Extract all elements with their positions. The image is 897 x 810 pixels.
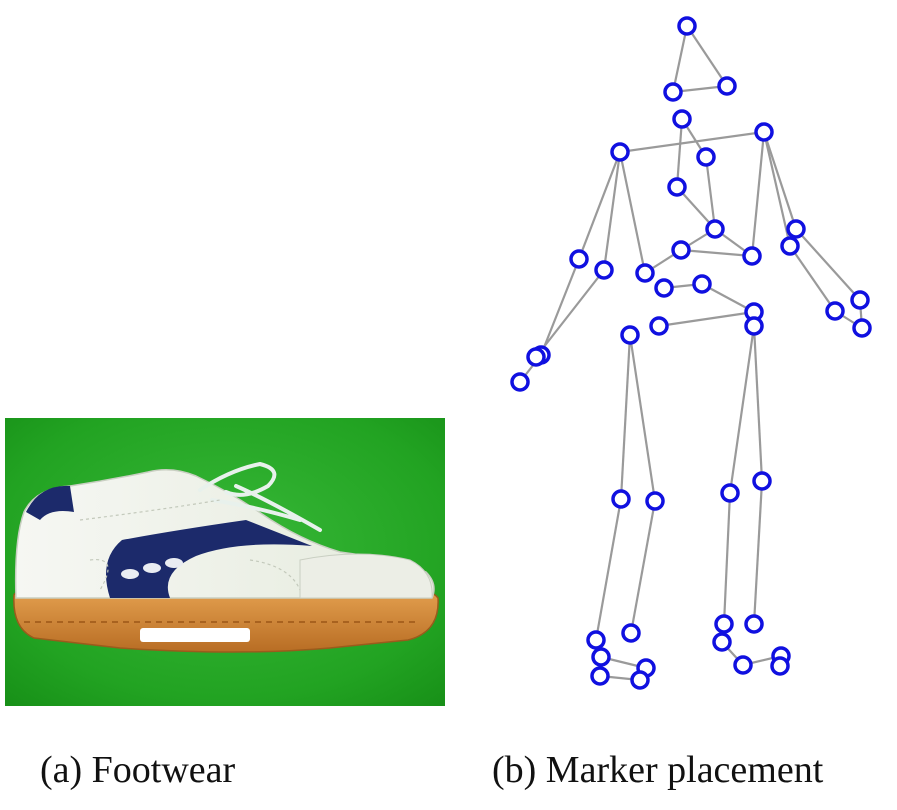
shoe-laces <box>198 461 322 532</box>
marker-skeleton <box>510 16 872 690</box>
segment-line-0 <box>671 25 689 93</box>
marker-40 <box>712 632 732 652</box>
caption-footwear: (a) Footwear <box>40 749 236 791</box>
marker-0 <box>677 16 697 36</box>
marker-17 <box>692 274 712 294</box>
marker-7 <box>667 177 687 197</box>
marker-30 <box>720 483 740 503</box>
segment-line-4 <box>675 118 684 188</box>
segment-line-28 <box>619 334 632 500</box>
segment-line-12 <box>618 151 647 274</box>
marker-2 <box>717 76 737 96</box>
marker-29 <box>645 491 665 511</box>
segment-line-27 <box>658 310 755 328</box>
segment-line-7 <box>704 156 717 230</box>
marker-6 <box>754 122 774 142</box>
segment-line-9 <box>680 248 753 258</box>
marker-20 <box>744 316 764 336</box>
marker-9 <box>671 240 691 260</box>
segment-line-16 <box>539 258 581 356</box>
marker-11 <box>569 249 589 269</box>
segment-line-19 <box>762 131 798 230</box>
marker-26 <box>850 290 870 310</box>
segment-line-14 <box>577 151 622 260</box>
marker-43 <box>770 656 790 676</box>
caption-marker-placement: (b) Marker placement <box>492 749 824 791</box>
accent-hole-1 <box>121 569 139 579</box>
marker-25 <box>825 301 845 321</box>
segment-line-17 <box>535 269 605 358</box>
segment-line-11 <box>750 131 766 257</box>
footwear-photo <box>5 418 445 706</box>
marker-34 <box>714 614 734 634</box>
marker-35 <box>744 614 764 634</box>
marker-33 <box>621 623 641 643</box>
segment-line-15 <box>602 151 622 271</box>
sole-midfoot-white <box>140 628 250 642</box>
marker-39 <box>630 670 650 690</box>
segment-line-21 <box>795 228 861 301</box>
segment-line-40 <box>752 480 764 625</box>
marker-41 <box>733 655 753 675</box>
marker-10 <box>742 246 762 266</box>
segment-line-26 <box>701 283 755 313</box>
heel-collar <box>26 485 74 520</box>
segment-line-29 <box>628 334 657 502</box>
marker-14 <box>786 219 806 239</box>
segment-line-22 <box>789 245 836 312</box>
sneaker <box>13 461 439 653</box>
segment-line-20 <box>762 131 792 247</box>
marker-21 <box>620 325 640 345</box>
toe-cap <box>299 553 433 599</box>
segment-line-3 <box>619 130 765 154</box>
marker-27 <box>852 318 872 338</box>
marker-13 <box>635 263 655 283</box>
marker-3 <box>672 109 692 129</box>
accent-hole-3 <box>165 558 183 568</box>
segment-line-2 <box>686 25 728 87</box>
segment-line-37 <box>728 325 756 494</box>
marker-16 <box>654 278 674 298</box>
marker-28 <box>611 489 631 509</box>
marker-5 <box>610 142 630 162</box>
marker-8 <box>705 219 725 239</box>
marker-31 <box>752 471 772 491</box>
marker-1 <box>663 82 683 102</box>
side-accent-stripe <box>106 520 312 598</box>
sneaker-sole <box>13 588 439 653</box>
upper-stitching <box>79 499 301 591</box>
segment-line-38 <box>752 325 764 482</box>
marker-24 <box>510 372 530 392</box>
accent-hole-2 <box>143 563 161 573</box>
segment-line-30 <box>594 498 623 641</box>
marker-36 <box>591 647 611 667</box>
marker-12 <box>594 260 614 280</box>
marker-23 <box>526 347 546 367</box>
segment-line-31 <box>629 500 657 634</box>
segment-lines <box>519 25 864 682</box>
marker-4 <box>696 147 716 167</box>
marker-15 <box>780 236 800 256</box>
marker-37 <box>590 666 610 686</box>
marker-set <box>510 16 872 690</box>
segment-line-39 <box>722 492 732 625</box>
marker-18 <box>649 316 669 336</box>
marker-32 <box>586 630 606 650</box>
